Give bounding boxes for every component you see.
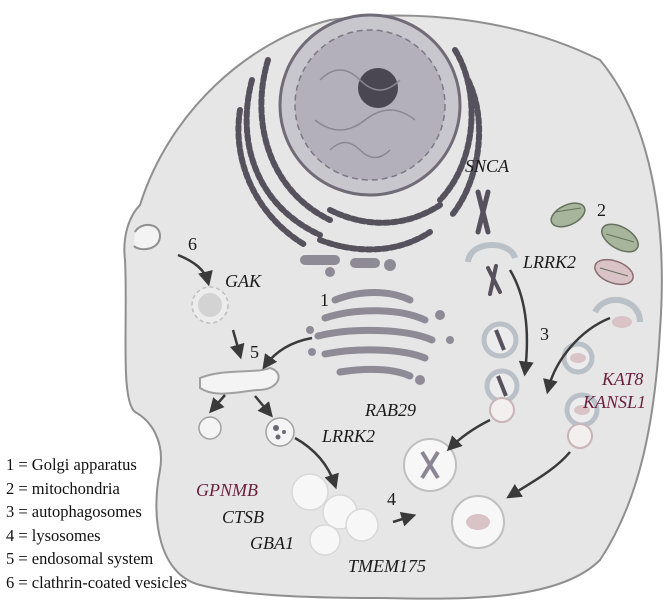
gene-snca: SNCA [465, 156, 510, 176]
label-5: 5 [250, 342, 259, 362]
cell-membrane [123, 14, 663, 600]
phagophore-1 [465, 242, 518, 263]
gene-gba1: GBA1 [250, 533, 294, 553]
autolysosome-2 [451, 495, 505, 549]
phagophore-2 [592, 296, 643, 323]
legend-item-lysosomes: 4 = lysosomes [6, 525, 101, 545]
legend: 1 = Golgi apparatus 2 = mitochondria 3 =… [6, 453, 187, 595]
autolysosome-1 [403, 438, 457, 492]
legend-item-mitochondria: 2 = mitochondria [6, 478, 120, 498]
gene-lrrk2-mid: LRRK2 [321, 426, 375, 446]
clathrin-pit [133, 224, 162, 251]
golgi-apparatus [314, 289, 436, 380]
gene-gak: GAK [225, 271, 262, 291]
multivesicular-body [265, 417, 295, 447]
snca-fibril-small [486, 264, 502, 296]
rough-er [235, 47, 483, 253]
amphisome-1 [484, 368, 520, 423]
er-fragments [300, 255, 396, 277]
gene-kansl1: KANSL1 [582, 392, 646, 412]
label-4: 4 [387, 489, 396, 509]
gene-lrrk2-top: LRRK2 [522, 252, 576, 272]
nucleus [278, 13, 462, 197]
label-3: 3 [540, 324, 549, 344]
label-6: 6 [188, 234, 197, 254]
mitochondria [550, 202, 639, 286]
autophagosome-1 [481, 321, 519, 359]
gene-rab29: RAB29 [364, 400, 416, 420]
legend-item-golgi: 1 = Golgi apparatus [6, 455, 137, 474]
autophagosome-2 [561, 341, 595, 375]
legend-item-clathrin: 6 = clathrin-coated vesicles [6, 572, 188, 592]
gene-kat8: KAT8 [601, 369, 643, 389]
lysosome-cluster [291, 473, 379, 556]
label-1: 1 [320, 290, 329, 310]
amphisome-2 [564, 392, 600, 449]
golgi-vesicles [306, 310, 454, 385]
legend-item-endosomal: 5 = endosomal system [6, 549, 154, 569]
gene-tmem175: TMEM175 [348, 556, 426, 576]
recycling-endosome [198, 416, 222, 440]
label-2: 2 [597, 200, 606, 220]
legend-item-autophagosomes: 3 = autophagosomes [6, 502, 142, 522]
snca-fibril [475, 189, 491, 235]
early-endosome [199, 366, 280, 395]
gene-gpnmb: GPNMB [196, 480, 258, 500]
clathrin-vesicle [191, 286, 229, 324]
gene-ctsb: CTSB [222, 507, 264, 527]
pathway-arrows [177, 253, 611, 527]
